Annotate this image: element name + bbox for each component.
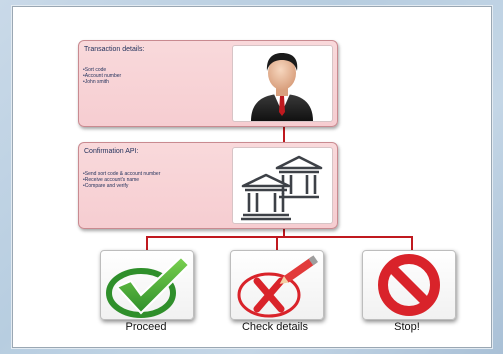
- transaction-details-card: Transaction details: Sort code Account n…: [78, 40, 338, 127]
- stop-label: Stop!: [394, 321, 420, 333]
- confirmation-item: Receive account's name: [83, 177, 163, 183]
- stop-option: [362, 250, 456, 320]
- person-picture: [232, 45, 333, 122]
- bank-icon: [241, 155, 323, 221]
- confirmation-item: Send sort code & account number: [83, 171, 163, 177]
- proceed-option: [100, 250, 194, 320]
- checkmark-icon: [106, 255, 191, 318]
- person-icon: [251, 53, 313, 121]
- red-cross-pencil-icon: [237, 255, 319, 318]
- confirmation-card-title: Confirmation API:: [84, 148, 139, 155]
- transaction-item: Account number: [83, 73, 163, 79]
- confirmation-items-list: Send sort code & account number Receive …: [83, 171, 163, 189]
- no-entry-icon: [378, 254, 440, 316]
- transaction-item: John smith: [83, 79, 163, 85]
- transaction-item: Sort code: [83, 67, 163, 73]
- proceed-label: Proceed: [125, 321, 167, 333]
- transaction-card-title: Transaction details:: [84, 46, 145, 53]
- check-details-option: [230, 250, 324, 320]
- transaction-items-list: Sort code Account number John smith: [83, 67, 163, 85]
- bank-picture: [232, 147, 333, 224]
- confirmation-item: Compare and verify: [83, 183, 163, 189]
- confirmation-api-card: Confirmation API: Send sort code & accou…: [78, 142, 338, 229]
- check-details-label: Check details: [241, 321, 309, 333]
